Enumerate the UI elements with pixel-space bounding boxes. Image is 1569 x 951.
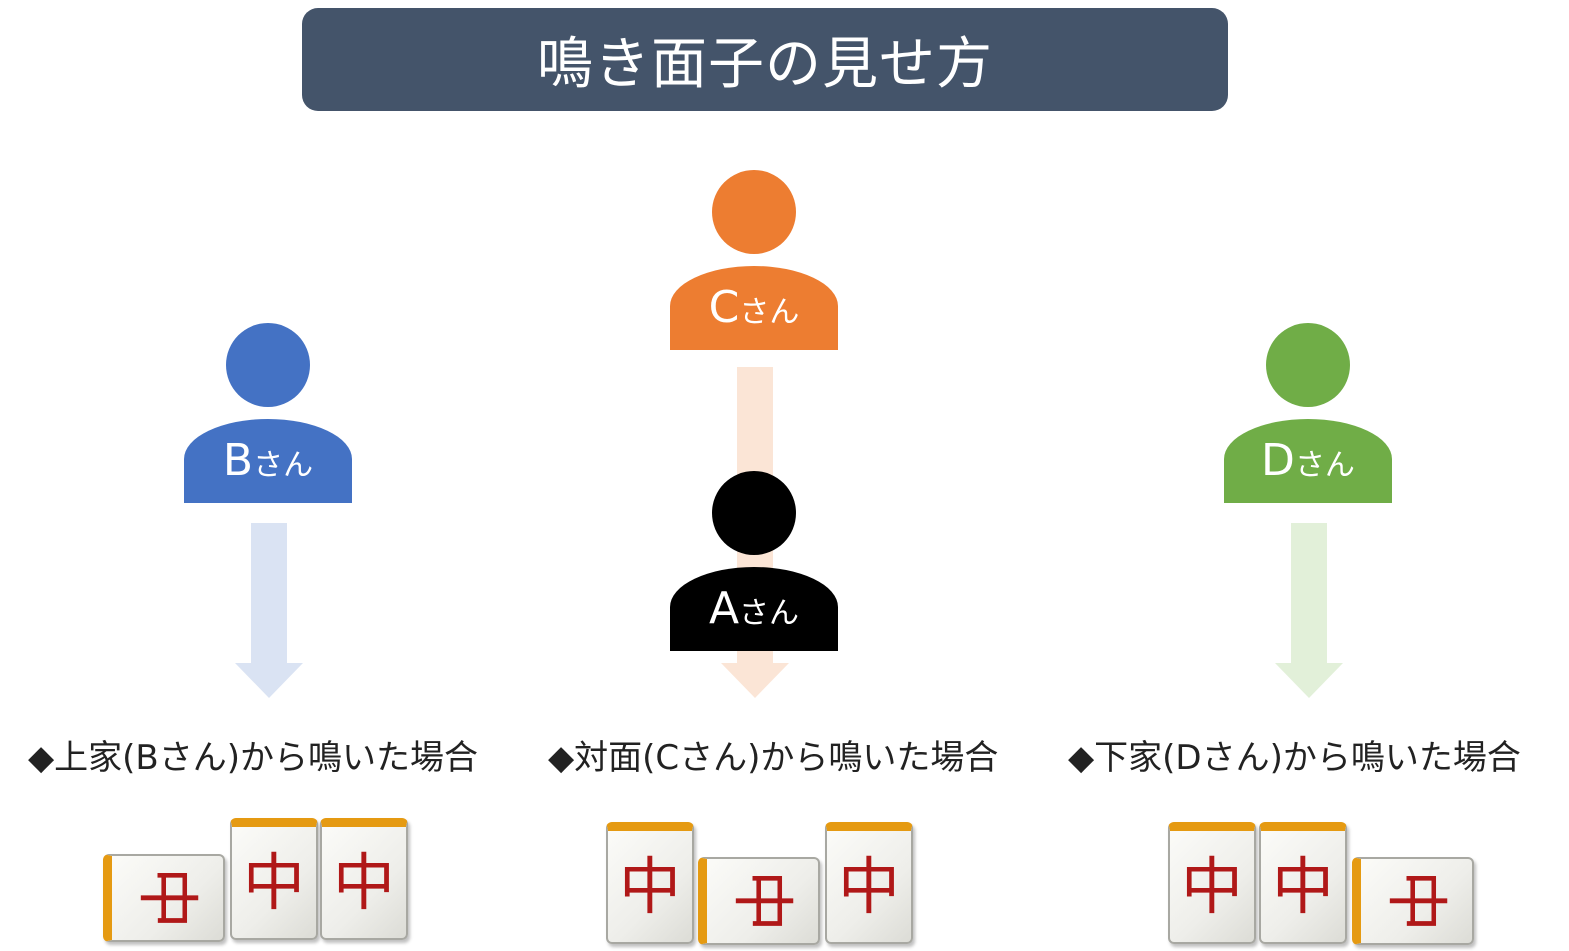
arrow-from-d	[1275, 523, 1343, 698]
tile-upright: 中	[825, 822, 913, 944]
person-c-head	[712, 170, 796, 254]
arrow-shaft	[251, 523, 287, 665]
title-text: 鳴き面子の見せ方	[537, 32, 993, 97]
tile-sideways: 中	[103, 854, 225, 942]
arrow-head	[1275, 663, 1343, 698]
caption-left: ◆上家(Bさん)から鳴いた場合	[28, 738, 479, 778]
person-d-san: さん	[1294, 448, 1355, 483]
person-c-san: さん	[739, 295, 800, 330]
tile-upright: 中	[320, 818, 408, 940]
caption-right: ◆下家(Dさん)から鳴いた場合	[1068, 738, 1521, 778]
person-a-san: さん	[739, 596, 800, 631]
tile-chun-glyph: 中	[1180, 849, 1243, 923]
arrow-head	[235, 663, 303, 698]
tile-chun-glyph: 中	[837, 849, 900, 923]
tile-chun-glyph: 中	[618, 849, 681, 923]
person-a-letter: A	[708, 583, 740, 634]
tile-upright: 中	[606, 822, 694, 944]
tile-upright: 中	[1259, 822, 1347, 944]
tile-chun-glyph: 中	[332, 845, 395, 919]
arrow-from-b	[235, 523, 303, 698]
person-c-letter: C	[708, 282, 740, 333]
person-b-san: さん	[253, 448, 314, 483]
caption-center: ◆対面(Cさん)から鳴いた場合	[548, 738, 999, 778]
tile-chun-glyph: 中	[726, 869, 800, 933]
person-a-head	[712, 471, 796, 555]
arrow-shaft	[1291, 523, 1327, 665]
person-b-head	[226, 323, 310, 407]
tile-upright: 中	[230, 818, 318, 940]
tile-chun-glyph: 中	[1271, 849, 1334, 923]
person-d-letter: D	[1261, 435, 1295, 486]
tile-sideways: 中	[698, 857, 820, 945]
tile-sideways: 中	[1352, 857, 1474, 945]
person-d-head	[1266, 323, 1350, 407]
arrow-head	[721, 663, 789, 698]
tile-upright: 中	[1168, 822, 1256, 944]
tile-chun-glyph: 中	[242, 845, 305, 919]
title-banner: 鳴き面子の見せ方	[302, 8, 1228, 111]
tile-chun-glyph: 中	[131, 866, 205, 930]
person-b-letter: B	[222, 435, 254, 486]
tile-chun-glyph: 中	[1380, 869, 1454, 933]
